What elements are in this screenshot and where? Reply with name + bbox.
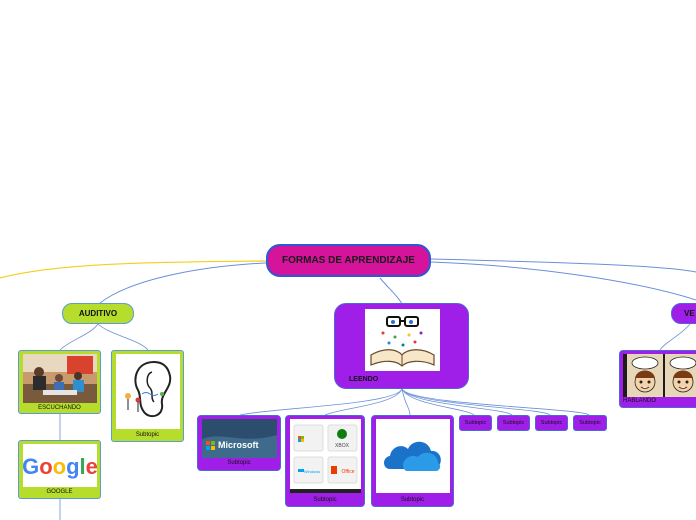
topic-leendo[interactable]: LEENDO	[334, 303, 469, 389]
subtopic-office-apps[interactable]: XBOX Windows Office Subtopic	[285, 415, 365, 507]
microsoft-banner: Microsoft	[202, 419, 277, 458]
book-glasses-illustration	[365, 309, 440, 371]
subtopic-tag-4-label: Subtopic	[579, 420, 601, 426]
subtopic-google-label: GOOGLE	[46, 489, 73, 495]
subtopic-tag-1-label: Subtopic	[464, 420, 487, 426]
onedrive-cloud-icon	[376, 419, 450, 493]
ear-illustration	[116, 354, 180, 429]
svg-text:Windows: Windows	[304, 469, 320, 474]
subtopic-tag-1[interactable]: Subtopic	[459, 415, 492, 431]
subtopic-tag-2-label: Subtopic	[502, 420, 525, 426]
subtopic-microsoft[interactable]: Microsoft Subtopic	[197, 415, 281, 471]
subtopic-hablando[interactable]: HABLANDO	[619, 350, 696, 408]
subtopic-tag-3-label: Subtopic	[540, 420, 563, 426]
topic-auditivo-label: AUDITIVO	[78, 309, 118, 318]
subtopic-tag-2[interactable]: Subtopic	[497, 415, 530, 431]
google-logo: Google	[23, 444, 97, 487]
topic-visual[interactable]: VE	[671, 303, 696, 324]
subtopic-google[interactable]: Google GOOGLE	[18, 440, 101, 499]
cartoon-kids-illustration	[623, 354, 696, 397]
subtopic-onedrive[interactable]: Subtopic	[371, 415, 454, 507]
subtopic-microsoft-label: Subtopic	[227, 460, 251, 466]
subtopic-onedrive-label: Subtopic	[400, 497, 425, 503]
subtopic-tag-3[interactable]: Subtopic	[535, 415, 568, 431]
subtopic-office-apps-label: Subtopic	[313, 497, 337, 503]
topic-auditivo[interactable]: AUDITIVO	[62, 303, 134, 324]
subtopic-hablando-label: HABLANDO	[623, 398, 657, 404]
subtopic-ear-label: Subtopic	[135, 432, 160, 438]
central-topic[interactable]: FORMAS DE APRENDIZAJE	[266, 244, 431, 277]
svg-text:XBOX: XBOX	[335, 443, 350, 449]
topic-visual-label: VE	[684, 309, 695, 318]
svg-text:Office: Office	[342, 469, 355, 475]
central-topic-label: FORMAS DE APRENDIZAJE	[282, 255, 415, 266]
topic-leendo-label: LEENDO	[349, 376, 379, 383]
subtopic-escuchando[interactable]: ESCUCHANDO	[18, 350, 101, 414]
svg-text:Google: Google	[23, 454, 97, 479]
office-apps-grid: XBOX Windows Office	[290, 419, 361, 493]
subtopic-ear[interactable]: Subtopic	[111, 350, 184, 442]
classroom-photo	[23, 354, 97, 403]
subtopic-tag-4[interactable]: Subtopic	[573, 415, 607, 431]
subtopic-escuchando-label: ESCUCHANDO	[38, 405, 81, 411]
microsoft-logo-text: Microsoft	[218, 440, 259, 450]
